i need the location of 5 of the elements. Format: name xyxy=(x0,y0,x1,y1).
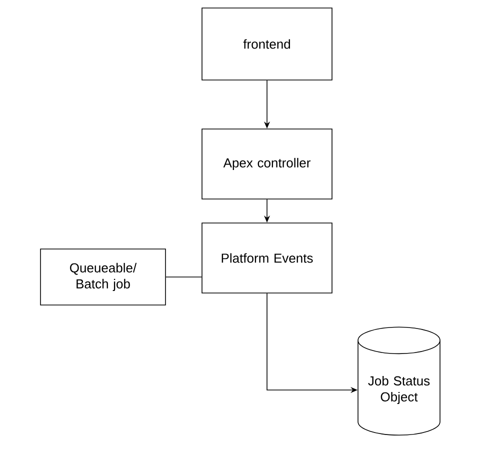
process-box: Queueable/ Batch job xyxy=(40,248,166,306)
process-box: frontend xyxy=(202,8,332,80)
process-box: Apex controller xyxy=(202,128,332,200)
database-cylinder: Job Status Object xyxy=(358,326,440,436)
process-box: Platform Events xyxy=(202,222,332,294)
